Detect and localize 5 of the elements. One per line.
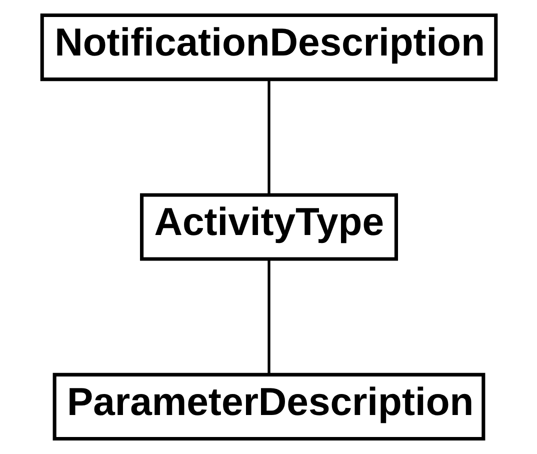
node-box: ParameterDescription <box>52 372 485 441</box>
connector <box>267 259 270 375</box>
connector <box>267 80 270 195</box>
node-box: NotificationDescription <box>40 13 498 82</box>
node-box: ActivityType <box>140 193 398 261</box>
